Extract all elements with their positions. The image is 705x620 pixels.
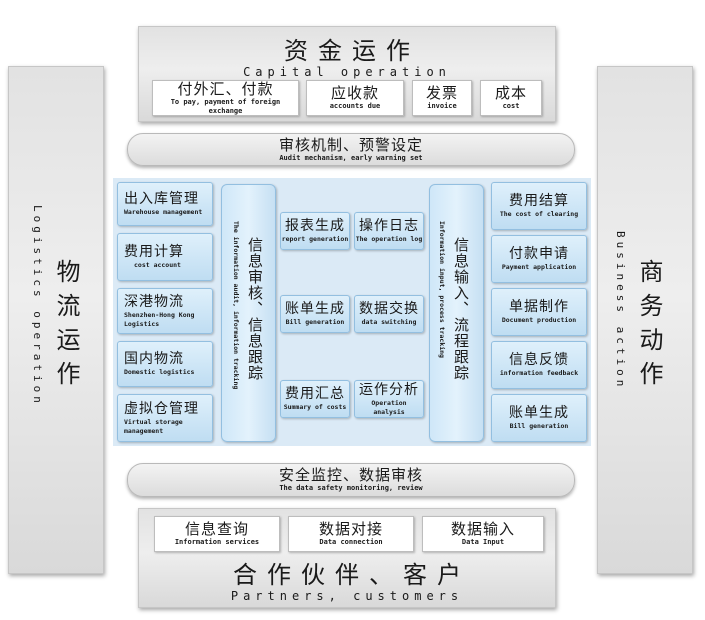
box-label-zh: 信息查询 bbox=[184, 520, 249, 538]
box-label-en: Warehouse management bbox=[124, 208, 203, 216]
payment-application-box: 付款申请 Payment application bbox=[491, 235, 587, 283]
invoice-box: 发票 invoice bbox=[412, 80, 472, 116]
box-label-en: accounts due bbox=[329, 102, 381, 110]
partners-customers-subtitle: Partners, customers bbox=[230, 589, 464, 603]
accounts-due-box: 应收款 accounts due bbox=[306, 80, 404, 116]
box-label-en: Bill generation bbox=[285, 318, 345, 326]
box-label-en: Virtual storage management bbox=[124, 417, 183, 435]
logistics-operation-en: Logistics operation bbox=[31, 205, 44, 407]
box-label-en: Operation analysis bbox=[371, 398, 407, 416]
capital-operation-title: 资金运作 bbox=[284, 37, 420, 65]
cost-of-clearing-box: 费用结算 The cost of clearing bbox=[491, 182, 587, 230]
information-audit-column: 信息审核、信息跟踪 The information audit, informa… bbox=[221, 184, 276, 442]
bar-label-zh: 安全监控、数据审核 bbox=[278, 466, 423, 484]
operation-log-box: 操作日志 The operation log bbox=[354, 212, 424, 250]
cost-account-box: 费用计算 cost account bbox=[117, 233, 213, 281]
box-label-zh: 账单生成 bbox=[285, 301, 345, 317]
logistics-operation-zh: 物流运作 bbox=[52, 259, 80, 395]
column-label-zh: 信息审核、信息跟踪 bbox=[246, 237, 264, 381]
bill-generation-center-box: 账单生成 Bill generation bbox=[280, 295, 350, 333]
box-label-zh: 数据输入 bbox=[450, 520, 515, 538]
box-label-en: Data Input bbox=[461, 538, 505, 546]
box-label-en: information feedback bbox=[499, 369, 579, 377]
shenzhen-hongkong-logistics-box: 深港物流 Shenzhen-Hong Kong Logistics bbox=[117, 288, 213, 334]
capital-operation-subtitle: Capital operation bbox=[243, 65, 451, 79]
box-label-en: Domestic logistics bbox=[124, 368, 195, 376]
report-generation-box: 报表生成 report generation bbox=[280, 212, 350, 250]
document-production-box: 单据制作 Document production bbox=[491, 288, 587, 336]
box-label-zh: 付外汇、付款 bbox=[177, 79, 274, 98]
business-action-en: Business action bbox=[614, 231, 627, 391]
data-switching-box: 数据交换 data switching bbox=[354, 295, 424, 333]
warehouse-management-box: 出入库管理 Warehouse management bbox=[117, 182, 213, 226]
data-input-box: 数据输入 Data Input bbox=[422, 516, 544, 552]
box-label-zh: 费用计算 bbox=[124, 244, 184, 260]
box-label-en: cost bbox=[502, 102, 520, 110]
information-feedback-box: 信息反馈 information feedback bbox=[491, 341, 587, 389]
box-label-en: Payment application bbox=[501, 263, 577, 271]
box-label-en: Summary of costs bbox=[283, 403, 347, 411]
information-input-column: 信息输入、流程跟踪 Information input, process tra… bbox=[429, 184, 484, 442]
summary-of-costs-box: 费用汇总 Summary of costs bbox=[280, 380, 350, 418]
column-label-en: The information audit, information track… bbox=[232, 221, 240, 390]
box-label-zh: 成本 bbox=[494, 84, 527, 102]
box-label-zh: 数据交换 bbox=[359, 301, 419, 317]
box-label-zh: 应收款 bbox=[330, 84, 379, 102]
box-label-zh: 费用结算 bbox=[509, 193, 569, 209]
box-label-zh: 虚拟仓管理 bbox=[124, 400, 199, 417]
box-label-zh: 数据对接 bbox=[318, 520, 383, 538]
data-safety-bar: 安全监控、数据审核 The data safety monitoring, re… bbox=[127, 463, 575, 497]
box-label-en: Shenzhen-Hong Kong Logistics bbox=[124, 310, 195, 328]
business-action-zh: 商务动作 bbox=[635, 259, 663, 395]
box-label-en: Document production bbox=[501, 316, 577, 324]
box-label-zh: 付款申请 bbox=[509, 246, 569, 262]
box-label-en: cost account bbox=[134, 261, 181, 269]
operation-analysis-box: 运作分析 Operation analysis bbox=[354, 380, 424, 418]
box-label-zh: 账单生成 bbox=[509, 405, 569, 421]
box-label-en: Bill generation bbox=[509, 422, 569, 430]
bar-label-en: The data safety monitoring, review bbox=[279, 484, 423, 492]
column-label-en: Information input, process tracking bbox=[438, 221, 446, 358]
logistics-operation-panel: Logistics operation 物流运作 bbox=[8, 66, 104, 574]
box-label-en: invoice bbox=[427, 102, 457, 110]
information-services-box: 信息查询 Information services bbox=[154, 516, 280, 552]
data-connection-box: 数据对接 Data connection bbox=[288, 516, 414, 552]
box-label-en: Data connection bbox=[319, 538, 383, 546]
box-label-zh: 发票 bbox=[425, 84, 458, 102]
box-label-zh: 报表生成 bbox=[285, 218, 345, 234]
box-label-en: data switching bbox=[361, 318, 417, 326]
partners-customers-title: 合作伙伴、客户 bbox=[233, 561, 471, 589]
box-label-en: The operation log bbox=[355, 235, 423, 243]
box-label-en: To pay, payment of foreign exchange bbox=[170, 97, 281, 115]
column-label-zh: 信息输入、流程跟踪 bbox=[452, 237, 470, 381]
box-label-zh: 出入库管理 bbox=[124, 191, 199, 207]
audit-mechanism-bar: 审核机制、预警设定 Audit mechanism, early warning… bbox=[127, 133, 575, 166]
virtual-storage-box: 虚拟仓管理 Virtual storage management bbox=[117, 394, 213, 442]
box-label-en: The cost of clearing bbox=[499, 210, 579, 218]
domestic-logistics-box: 国内物流 Domestic logistics bbox=[117, 341, 213, 387]
box-label-zh: 国内物流 bbox=[124, 351, 184, 367]
bar-label-zh: 审核机制、预警设定 bbox=[278, 135, 423, 154]
box-label-zh: 深港物流 bbox=[124, 293, 184, 310]
box-label-en: report generation bbox=[281, 235, 349, 243]
box-label-zh: 信息反馈 bbox=[509, 352, 569, 368]
bill-generation-right-box: 账单生成 Bill generation bbox=[491, 394, 587, 442]
box-label-zh: 费用汇总 bbox=[285, 386, 345, 402]
bar-label-en: Audit mechanism, early warning set bbox=[279, 153, 423, 162]
box-label-zh: 运作分析 bbox=[359, 381, 419, 398]
cost-box: 成本 cost bbox=[480, 80, 542, 116]
box-label-zh: 操作日志 bbox=[359, 218, 419, 234]
pay-foreign-exchange-box: 付外汇、付款 To pay, payment of foreign exchan… bbox=[152, 80, 299, 116]
box-label-en: Information services bbox=[174, 538, 260, 546]
box-label-zh: 单据制作 bbox=[509, 299, 569, 315]
business-action-panel: Business action 商务动作 bbox=[597, 66, 693, 574]
